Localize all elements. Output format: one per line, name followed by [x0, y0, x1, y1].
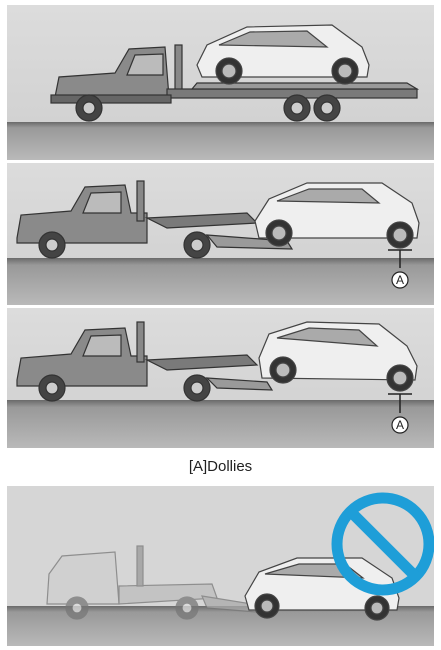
truck-wheel — [39, 375, 65, 401]
prohibited-tow-illustration — [7, 486, 434, 646]
truck-wheel — [39, 232, 65, 258]
svg-text:A: A — [396, 273, 404, 287]
truck-wheel — [284, 95, 310, 121]
flatbed-tow-scene — [7, 5, 434, 160]
wheel-lift-tow-scene-1: A — [7, 163, 434, 305]
dolly-marker-a: A — [392, 272, 408, 288]
wheel-lift-tow-illustration-1: A — [7, 163, 434, 305]
truck-wheel — [184, 232, 210, 258]
prohibited-tow-scene — [7, 486, 434, 646]
dollies-caption: [A]Dollies — [0, 458, 441, 475]
dolly-marker-a: A — [392, 417, 408, 433]
truck-wheel — [76, 95, 102, 121]
flatbed-tow-illustration — [7, 5, 434, 160]
truck-wheel — [314, 95, 340, 121]
wheel-lift-tow-illustration-2: A — [7, 308, 434, 448]
truck-wheel — [184, 375, 210, 401]
svg-text:A: A — [396, 418, 404, 432]
wheel-lift-tow-scene-2: A — [7, 308, 434, 448]
